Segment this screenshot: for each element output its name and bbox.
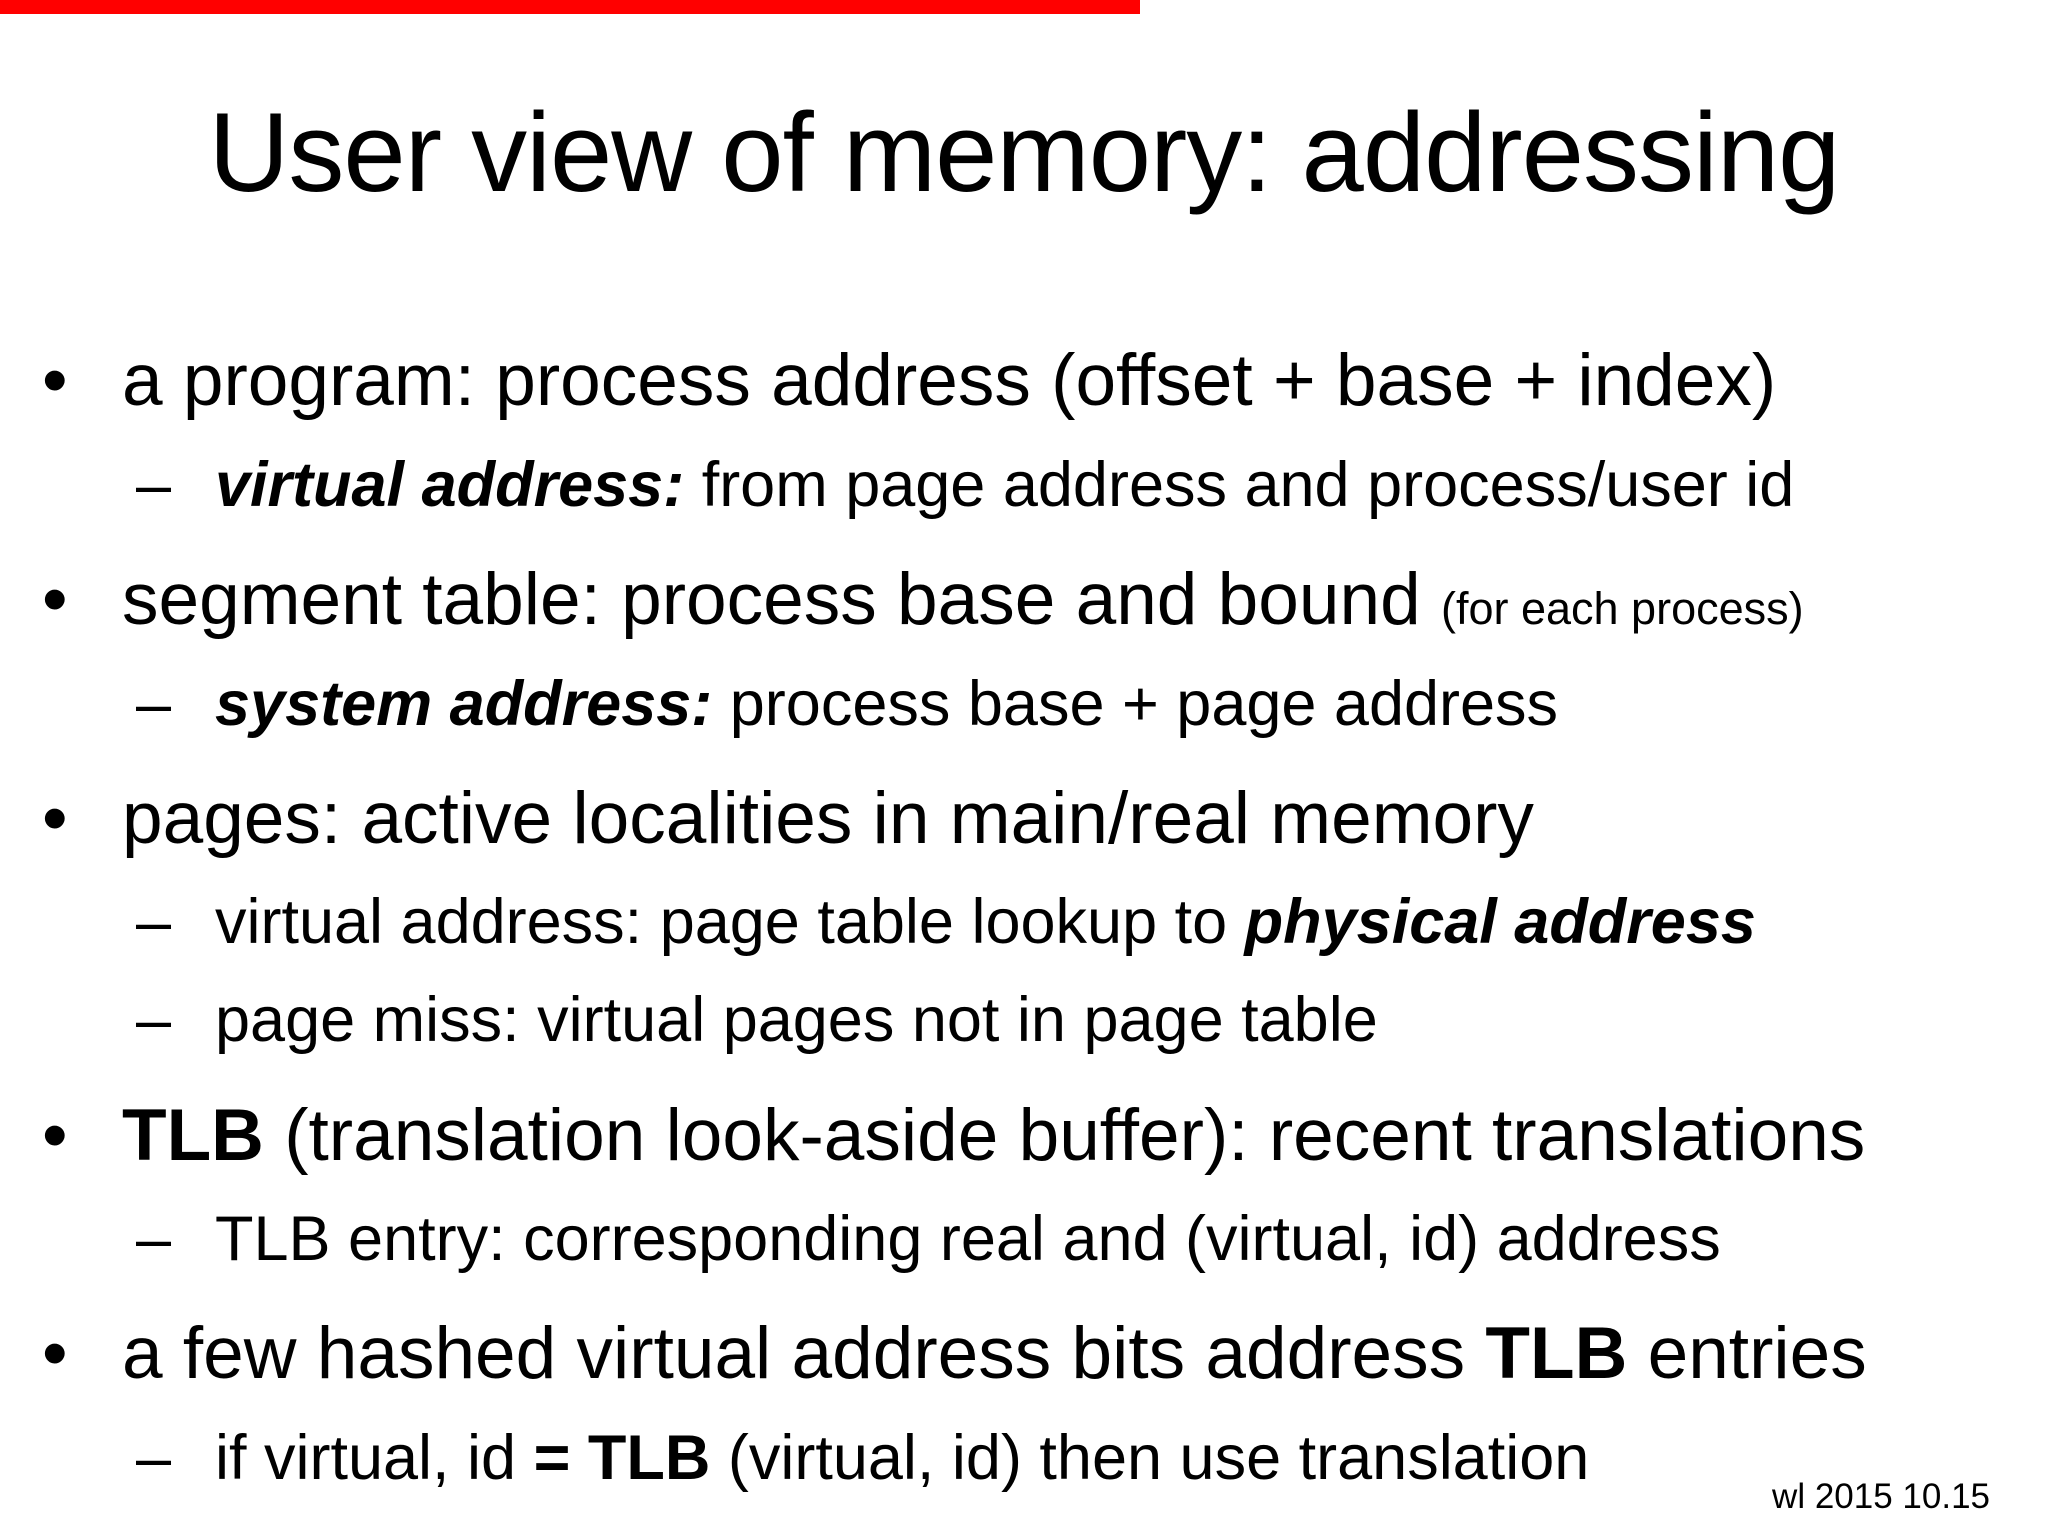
text-segment: physical address <box>1244 887 1756 958</box>
text-segment: TLB <box>1485 1313 1628 1395</box>
video-progress-bar <box>0 0 1140 14</box>
text-segment: TLB entry: corresponding real and (virtu… <box>215 1204 1721 1275</box>
text-segment: virtual address: <box>215 449 685 520</box>
text-segment: (translation look-aside buffer): recent … <box>263 1094 1866 1176</box>
bullet-hashed-bits: • a few hashed virtual address bits addre… <box>0 1313 2048 1395</box>
bullet-marker-icon: • <box>42 1313 68 1395</box>
dash-marker-icon: – <box>136 668 172 739</box>
sub-page-table-lookup: –virtual address: page table lookup to p… <box>0 888 2048 956</box>
text-segment: segment table: process base and bound <box>122 558 1441 640</box>
text-segment: = TLB <box>533 1423 711 1494</box>
bullet-program-address: • a program: process address (offset + ba… <box>0 339 2048 421</box>
bullet-marker-icon: • <box>42 1094 68 1176</box>
text-segment: virtual address: page table lookup to <box>215 887 1245 958</box>
bullet-marker-icon: • <box>42 339 68 421</box>
text-segment: pages: active localities in main/real me… <box>122 777 1534 859</box>
sub-system-address: –system address: process base + page add… <box>0 670 2048 738</box>
text-segment: TLB <box>122 1094 264 1176</box>
bullet-marker-icon: • <box>42 558 68 640</box>
dash-marker-icon: – <box>136 985 172 1056</box>
text-segment: a program: process address (offset + bas… <box>122 339 1777 421</box>
bullet-list: • a program: process address (offset + ba… <box>0 339 2048 1492</box>
sub-tlb-entry: –TLB entry: corresponding real and (virt… <box>0 1205 2048 1273</box>
sub-if-virtual-id: –if virtual, id = TLB (virtual, id) then… <box>0 1424 2048 1492</box>
text-segment: from page address and process/user id <box>684 449 1795 520</box>
text-segment: process base + page address <box>712 668 1559 739</box>
text-segment: system address: <box>215 668 713 739</box>
text-segment: a few hashed virtual address bits addres… <box>122 1313 1486 1395</box>
sub-virtual-address: –virtual address: from page address and … <box>0 451 2048 519</box>
bullet-tlb: • TLB (translation look-aside buffer): re… <box>0 1094 2048 1176</box>
text-segment: if virtual, id <box>215 1423 534 1494</box>
bullet-pages: • pages: active localities in main/real m… <box>0 777 2048 859</box>
sub-page-miss: –page miss: virtual pages not in page ta… <box>0 986 2048 1054</box>
dash-marker-icon: – <box>136 449 172 520</box>
bullet-marker-icon: • <box>42 777 68 859</box>
dash-marker-icon: – <box>136 887 172 958</box>
text-segment: (for each process) <box>1440 582 1804 634</box>
footer-credit: wl 2015 10.15 <box>1772 1477 1990 1516</box>
text-segment: page miss: virtual pages not in page tab… <box>215 985 1378 1056</box>
bullet-segment-table: • segment table: process base and bound (… <box>0 558 2048 640</box>
dash-marker-icon: – <box>136 1423 172 1494</box>
text-segment: (virtual, id) then use translation <box>710 1423 1590 1494</box>
text-segment: entries <box>1627 1313 1867 1395</box>
slide-title: User view of memory: addressing <box>208 90 1841 215</box>
dash-marker-icon: – <box>136 1204 172 1275</box>
